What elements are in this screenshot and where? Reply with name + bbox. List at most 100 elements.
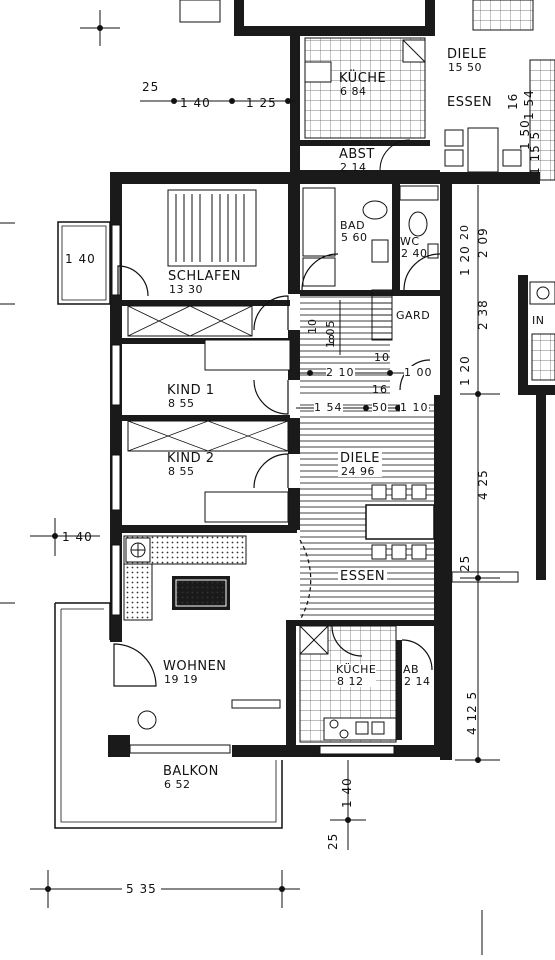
- room-area: 2 14: [404, 674, 431, 688]
- dim-bottom-v1: 1 40: [340, 777, 354, 808]
- room-name: KÜCHE: [336, 663, 377, 676]
- dim-right-120: 1 20: [458, 245, 472, 276]
- room-area: 5 60: [341, 230, 368, 244]
- door-wc: [403, 253, 441, 291]
- dim-right-425: 4 25: [476, 469, 490, 500]
- upper-stair: [472, 0, 534, 31]
- wall-kind2-east-low: [288, 488, 300, 530]
- room-name: AB: [403, 663, 420, 676]
- door-ab: [401, 639, 433, 671]
- wall-top: [110, 172, 455, 184]
- room-name: KIND 1: [167, 383, 215, 398]
- closets: [127, 305, 291, 523]
- chair: [411, 544, 427, 560]
- dim-hall-8: 8: [328, 333, 336, 346]
- dim-right-25: 25: [458, 554, 472, 572]
- wall-right: [440, 172, 452, 760]
- room-area: 8 55: [168, 464, 195, 478]
- chair: [371, 484, 387, 500]
- wall-kind2-south: [122, 525, 297, 533]
- door-kind1: [253, 379, 289, 415]
- room-name: ABST: [339, 147, 375, 162]
- chair: [391, 484, 407, 500]
- wall-kueche-ab: [396, 640, 402, 740]
- dim-right-238: 2 38: [476, 299, 490, 330]
- dim-left-balcony: 1 40: [65, 252, 96, 266]
- kueche-window: [319, 745, 395, 755]
- door-bad: [301, 253, 339, 291]
- bath-fixtures: [302, 185, 439, 341]
- interior-walls: [122, 184, 442, 755]
- closet-kind2-low: [204, 491, 289, 523]
- right-wall: [536, 395, 546, 580]
- room-name: GARD: [396, 309, 431, 322]
- upper-door-swing: [379, 139, 411, 171]
- room-name: BALKON: [163, 764, 219, 779]
- closet-kind2-marks: [127, 420, 289, 452]
- room-area: 2 40: [401, 246, 428, 260]
- room-area: 19 19: [164, 672, 198, 686]
- room-name: BAD: [340, 219, 366, 232]
- dim-bottom-total: 5 35: [122, 882, 161, 896]
- right-tiles: [531, 333, 555, 381]
- dining-set: [365, 484, 435, 560]
- dim-left-mid: 1 40: [62, 530, 93, 544]
- bathtub: [302, 187, 336, 257]
- room-name: ESSEN: [447, 95, 493, 110]
- dim-hall-210: 2 10: [326, 366, 355, 379]
- upper-chair: [444, 149, 464, 167]
- chair: [411, 484, 427, 500]
- dim-right-209: 2 09: [476, 227, 490, 258]
- wall-kueche-north: [296, 620, 436, 626]
- door-kind2: [253, 453, 289, 489]
- closet-kind2: [127, 420, 289, 452]
- upper-wall: [234, 0, 244, 34]
- wc-window: [399, 185, 439, 201]
- door-schlafen: [253, 295, 289, 331]
- right-window: [451, 571, 519, 583]
- dining-table: [365, 504, 435, 540]
- chair: [391, 544, 407, 560]
- doors: [113, 253, 441, 687]
- dim-right-120b: 1 20: [458, 355, 472, 386]
- room-gard: GARD: [396, 310, 430, 322]
- wall-corner: [108, 735, 130, 757]
- closet-kind1: [204, 339, 291, 371]
- dim-hall-50: 50: [372, 401, 388, 414]
- bad-toilet: [371, 239, 389, 263]
- wall-wohnen-niche: [231, 699, 281, 709]
- upper-wall: [425, 0, 435, 36]
- door-schlafen-window: [117, 265, 149, 297]
- door-kueche: [331, 625, 363, 657]
- upper-window: [179, 0, 221, 23]
- window-balkon: [129, 744, 231, 754]
- wall-top-right: [440, 172, 540, 184]
- balcony-large: [54, 602, 283, 829]
- dim-right-4125: 4 12 5: [465, 690, 479, 735]
- dim-bottom-v2: 25: [326, 832, 340, 850]
- dim-top-b: 1 40: [180, 96, 211, 110]
- dim-hall-10: 10: [306, 318, 319, 334]
- room-name: SCHLAFEN: [168, 269, 241, 284]
- door-wohnen: [113, 643, 157, 687]
- dim-hall-110: 1 10: [400, 401, 429, 414]
- upper-chair: [502, 149, 522, 167]
- upper-chair: [444, 129, 464, 147]
- right-fixture: [529, 281, 555, 305]
- room-area: 8 12: [337, 674, 364, 688]
- wall-kind1-east: [288, 330, 300, 380]
- kitchen-island-top: [175, 579, 227, 607]
- dim-hall-10b: 10: [374, 351, 390, 364]
- right-wall: [518, 385, 555, 395]
- room-name: DIELE: [340, 451, 381, 466]
- room-in-right: IN: [532, 315, 544, 327]
- room-essen-upper: ESSEN: [447, 96, 492, 110]
